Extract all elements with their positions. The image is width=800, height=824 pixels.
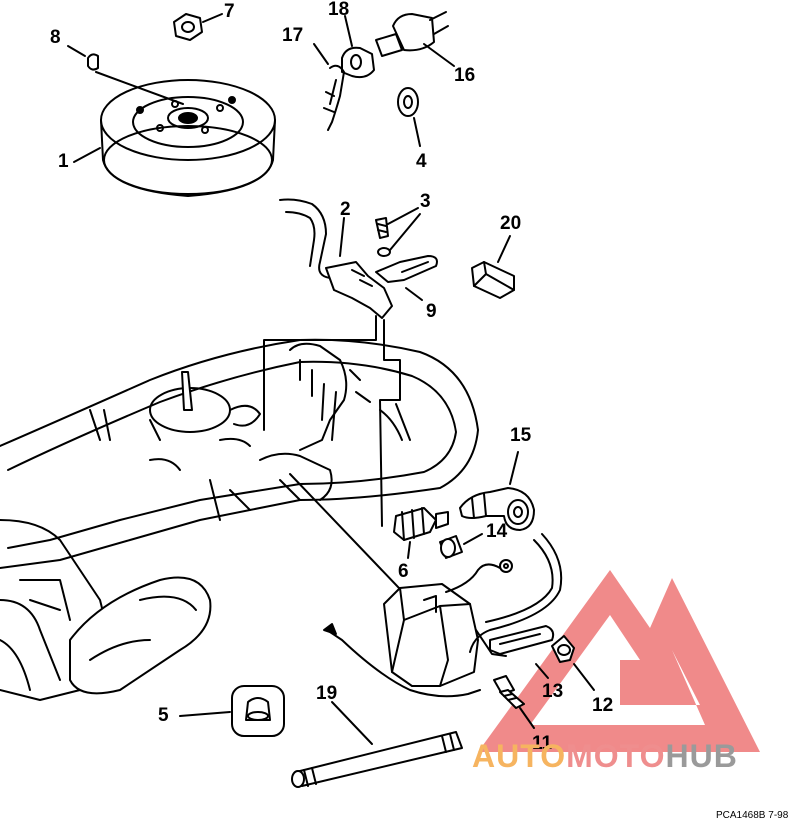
callout-3: 3: [420, 191, 431, 212]
cap-part: [471, 235, 515, 299]
callout-11: 11: [532, 733, 553, 754]
callout-20: 20: [500, 213, 522, 234]
callout-16: 16: [454, 65, 476, 86]
callout-9: 9: [426, 301, 437, 322]
switch-assembly-part: [313, 11, 455, 147]
watermark-hub: HUB: [665, 738, 738, 774]
ignition-coil-part: [323, 533, 563, 698]
callout-6: 6: [398, 561, 409, 582]
callout-7: 7: [224, 1, 235, 22]
watermark-moto: MOTO: [566, 738, 666, 774]
shift-rod-part: [291, 701, 463, 788]
callout-18: 18: [328, 0, 350, 20]
sensor-bracket-part: [279, 198, 438, 319]
flywheel-nut-part: [173, 13, 223, 41]
callout-19: 19: [316, 683, 338, 704]
decal-part: [179, 685, 285, 737]
callout-14: 14: [486, 521, 508, 542]
temperature-sensor-part: [393, 507, 449, 559]
watermark-auto: AUTO: [472, 738, 567, 774]
callout-12: 12: [592, 695, 614, 716]
mounting-bracket-part: [489, 625, 595, 691]
callout-1: 1: [58, 151, 69, 172]
callout-8: 8: [50, 27, 61, 48]
bushing-part: [439, 533, 483, 559]
callout-4: 4: [416, 151, 427, 172]
engine-block-part: [0, 338, 479, 701]
flywheel-part: [100, 79, 276, 197]
callout-13: 13: [542, 681, 564, 702]
bolt-part: [493, 675, 535, 729]
watermark-logo-icon: [478, 570, 760, 752]
callout-15: 15: [510, 425, 532, 446]
callout-5: 5: [158, 705, 169, 726]
drawing-code: PCA1468B 7-98: [716, 810, 789, 821]
elbow-boot-part: [459, 451, 535, 531]
callout-17: 17: [282, 25, 304, 46]
flywheel-key-part: [67, 45, 184, 105]
wire-harness-part: [263, 315, 421, 611]
watermark-text: AUTOMOTOHUB: [472, 738, 738, 775]
callout-2: 2: [340, 199, 351, 220]
